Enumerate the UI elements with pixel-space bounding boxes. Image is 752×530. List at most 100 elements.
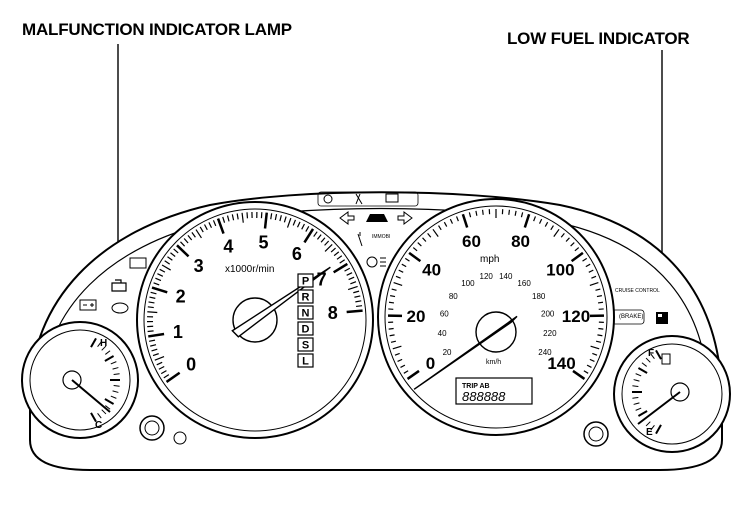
speedometer-tick <box>591 275 597 279</box>
tachometer-tick <box>167 256 173 261</box>
gear-box <box>297 289 314 304</box>
tachometer-tick <box>324 240 330 246</box>
speedometer-tick <box>395 275 401 279</box>
temperature-tick <box>101 409 107 415</box>
mph-number: 60 <box>462 232 481 251</box>
temperature-tick <box>112 390 119 393</box>
fuel-tick <box>655 424 662 435</box>
tachometer-tick <box>147 330 154 333</box>
tachometer-tick <box>301 223 305 230</box>
dimmer-knob-inner <box>144 420 160 436</box>
fuel-pump-icon <box>661 353 671 365</box>
speedometer-tick <box>392 345 402 350</box>
speedometer-tick <box>596 295 602 298</box>
tachometer-tick <box>296 221 301 228</box>
tachometer-number: 2 <box>176 287 186 307</box>
kmh-number: 80 <box>449 292 458 301</box>
tachometer-tick <box>316 234 322 240</box>
tachometer-tick <box>180 241 186 247</box>
speedometer-tick <box>401 263 407 268</box>
speedometer-tick <box>449 218 454 224</box>
mph-number: 0 <box>426 354 435 373</box>
speedometer-tick <box>455 216 459 222</box>
trip-label: TRIP AB <box>462 383 490 390</box>
speedometer-tick <box>388 301 395 304</box>
tachometer-tick <box>157 273 164 277</box>
tachometer-tick <box>212 220 217 227</box>
cruise-control-label: CRUISE CONTROL <box>615 288 660 294</box>
speedometer-tick <box>400 364 406 368</box>
tachometer-tick <box>356 305 363 308</box>
tachometer-tick <box>320 237 326 243</box>
tachometer-tick <box>339 259 346 264</box>
tachometer-tick <box>346 309 363 314</box>
kmh-number: 60 <box>440 309 449 318</box>
gear-box <box>297 337 314 352</box>
temperature-tick <box>113 384 120 387</box>
tachometer-tick <box>160 370 167 375</box>
speedometer-needle <box>413 315 518 390</box>
speedometer-tick <box>570 242 575 247</box>
temperature-tick <box>113 373 120 376</box>
speedometer-tick <box>389 334 395 337</box>
tachometer-number: 3 <box>194 256 204 276</box>
mph-number: 120 <box>562 307 590 326</box>
speedometer-tick <box>560 233 565 238</box>
cluster-inner-outline <box>41 207 709 395</box>
odometer-digits: 888888 <box>462 389 506 404</box>
temperature-tick <box>105 405 111 410</box>
speedometer-tick <box>438 225 442 231</box>
tachometer-tick <box>350 281 357 285</box>
kmh-number: 220 <box>543 329 557 338</box>
speedometer-tick <box>590 345 600 350</box>
temperature-tick <box>110 361 117 365</box>
seatbelt-icon <box>355 193 363 205</box>
tachometer-number: 4 <box>223 237 233 257</box>
tachometer-tick <box>283 216 287 223</box>
gear-letter: N <box>302 308 310 320</box>
tachometer-tick <box>191 231 196 238</box>
speedometer-tick <box>391 288 397 291</box>
speedometer-tick <box>550 225 554 231</box>
tachometer-tick <box>154 355 165 361</box>
temperature-gauge: H C <box>21 321 139 439</box>
temperature-tick <box>110 395 117 399</box>
temperature-ticks <box>90 337 120 423</box>
mph-number: 100 <box>546 260 574 279</box>
speedometer-tick <box>427 233 432 238</box>
temperature-tick <box>90 412 97 423</box>
speedometer-tick <box>544 221 549 227</box>
speedometer-tick <box>520 212 524 218</box>
tachometer-tick <box>150 344 157 347</box>
fuel-tick <box>633 402 640 405</box>
speedometer-tick <box>475 210 478 216</box>
speedometer-tick <box>592 352 598 356</box>
malfunction-engine-icon <box>111 279 127 292</box>
seatbelt-warning-icon <box>357 232 363 247</box>
tachometer-tick <box>292 219 297 226</box>
fuel-tick <box>635 373 642 377</box>
fuel-full-label: F <box>648 348 654 359</box>
immobilizer-label: IMMOBI <box>372 234 390 240</box>
gear-letter: S <box>302 340 309 352</box>
brake-label: (BRAKE) <box>619 314 643 320</box>
tachometer-tick <box>241 212 244 223</box>
temperature-tick <box>112 367 119 370</box>
dimmer-knob <box>139 415 165 441</box>
kmh-number: 200 <box>541 309 555 318</box>
tachometer-tick <box>336 255 343 260</box>
speedometer-tick <box>597 334 603 337</box>
temperature-high-label: H <box>100 338 107 349</box>
fuel-tick <box>641 362 647 367</box>
speedometer-tick <box>412 247 418 252</box>
tachometer-tick <box>333 251 340 257</box>
tachometer-tick <box>156 361 163 366</box>
gear-letter: L <box>302 356 309 368</box>
tachometer-tick <box>346 272 353 276</box>
mph-number: 40 <box>422 260 441 279</box>
tachometer-tick <box>161 264 171 271</box>
tachometer-tick <box>159 268 166 273</box>
tachometer-number: 8 <box>328 303 338 323</box>
